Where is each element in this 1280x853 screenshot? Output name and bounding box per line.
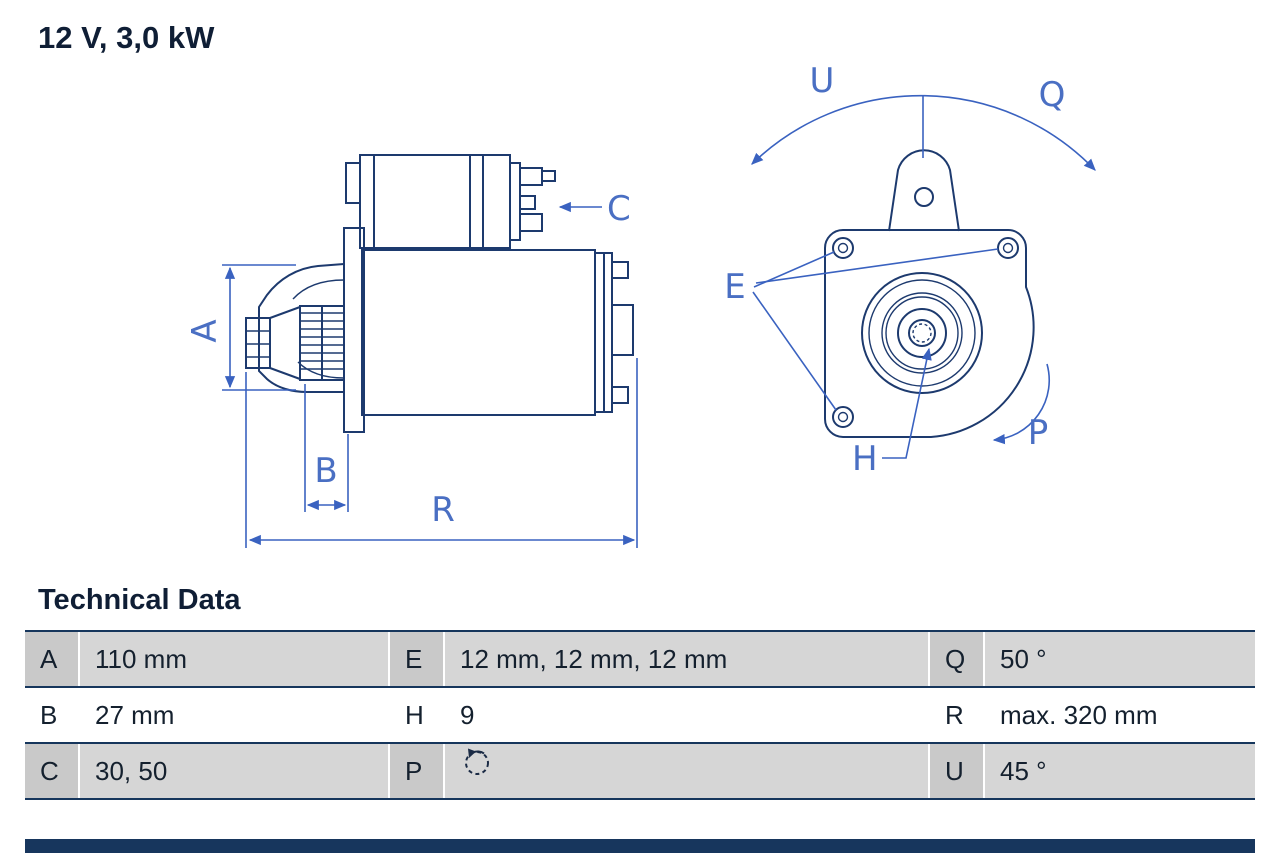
cell-value-b: 27 mm	[80, 688, 390, 742]
table-row: C 30, 50 P U 45 °	[25, 744, 1255, 800]
cell-value-e: 12 mm, 12 mm, 12 mm	[445, 632, 930, 686]
technical-data-heading: Technical Data	[38, 584, 241, 616]
dimension-labels: A B C R U Q E H P	[185, 61, 1065, 530]
dim-label-b: B	[314, 451, 337, 491]
cell-value-c: 30, 50	[80, 744, 390, 798]
cell-value-q: 50 °	[985, 632, 1255, 686]
cell-value-p	[445, 744, 930, 798]
dim-label-q: Q	[1039, 75, 1066, 115]
dim-label-u: U	[810, 61, 835, 101]
table-row: B 27 mm H 9 R max. 320 mm	[25, 688, 1255, 744]
cell-value-u: 45 °	[985, 744, 1255, 798]
cell-key-p: P	[390, 744, 445, 798]
dim-label-r: R	[431, 490, 455, 530]
table-row: A 110 mm E 12 mm, 12 mm, 12 mm Q 50 °	[25, 632, 1255, 688]
dimension-lines	[222, 94, 1096, 548]
cell-key-r: R	[930, 688, 985, 742]
dim-label-c: C	[607, 189, 631, 229]
cell-key-u: U	[930, 744, 985, 798]
front-view	[824, 149, 1035, 438]
counterclockwise-rotation-icon	[460, 744, 494, 797]
cell-key-c: C	[25, 744, 80, 798]
cell-value-h: 9	[445, 688, 930, 742]
side-view	[245, 154, 634, 433]
dim-label-e: E	[724, 267, 745, 307]
cell-key-b: B	[25, 688, 80, 742]
cell-value-r: max. 320 mm	[985, 688, 1255, 742]
technical-data-table: A 110 mm E 12 mm, 12 mm, 12 mm Q 50 ° B …	[25, 630, 1255, 800]
dim-label-a: A	[185, 319, 225, 342]
section-divider-bar	[25, 839, 1255, 853]
page-title: 12 V, 3,0 kW	[38, 20, 215, 55]
cell-key-h: H	[390, 688, 445, 742]
cell-key-e: E	[390, 632, 445, 686]
cell-value-a: 110 mm	[80, 632, 390, 686]
cell-key-a: A	[25, 632, 80, 686]
dim-label-p: P	[1028, 413, 1049, 453]
cell-key-q: Q	[930, 632, 985, 686]
dim-label-h: H	[852, 439, 878, 479]
starter-motor-diagram: A B C R U Q E H P	[185, 61, 1096, 548]
